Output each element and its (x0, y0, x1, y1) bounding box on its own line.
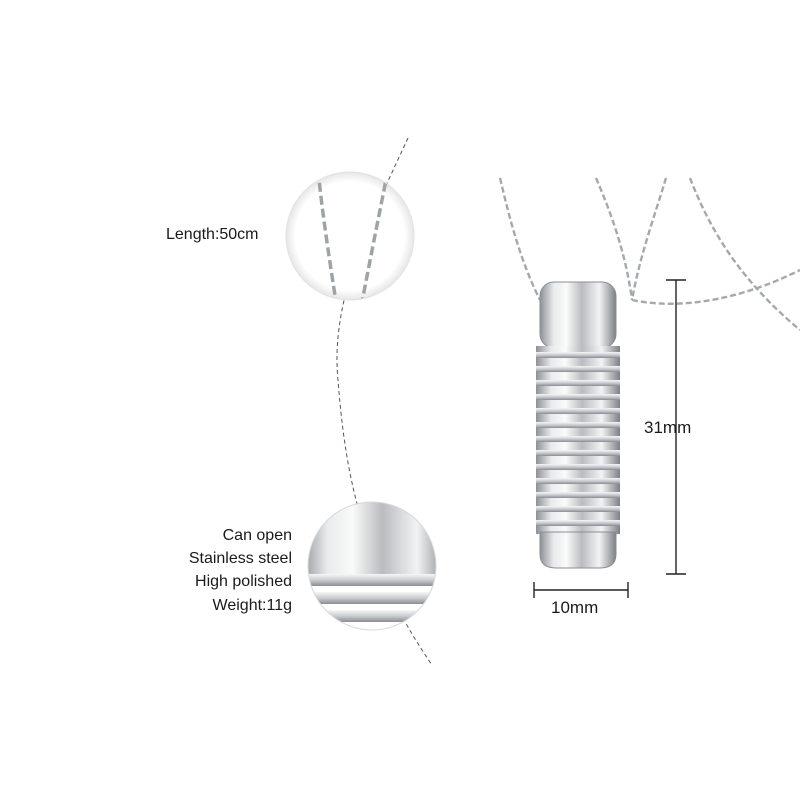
chain-zoom-circle (285, 171, 415, 301)
height-dimension (666, 279, 686, 575)
pendant-grooves (536, 352, 620, 526)
length-label: Length:50cm (166, 226, 259, 243)
height-dimension-label: 31mm (644, 418, 692, 437)
feature-can-open: Can open (222, 527, 292, 544)
feature-stainless-steel: Stainless steel (188, 550, 292, 567)
feature-weight: Weight:11g (212, 597, 292, 614)
width-dimension-label: 10mm (551, 598, 599, 617)
pendant (536, 281, 620, 569)
feature-high-polished: High polished (195, 573, 292, 590)
width-dimension (533, 582, 629, 598)
pendant-zoom-circle (307, 501, 437, 631)
chains (498, 177, 800, 331)
